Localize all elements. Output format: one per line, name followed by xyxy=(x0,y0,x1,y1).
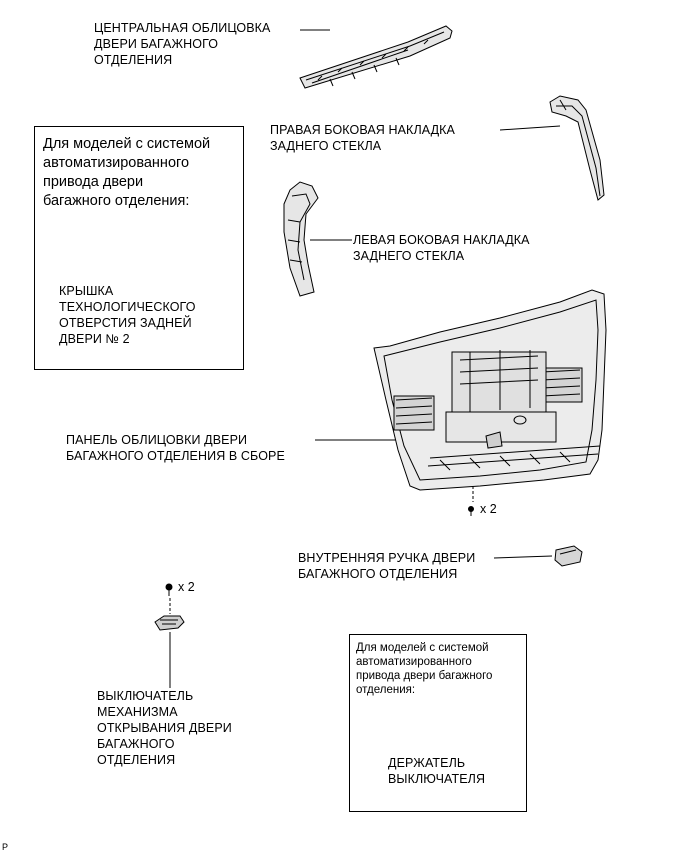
center-trim-part xyxy=(299,25,453,89)
left-garnish-label: ЛЕВАЯ БОКОВАЯ НАКЛАДКА ЗАДНЕГО СТЕКЛА xyxy=(353,233,530,263)
auto-door-models-box-1: Для моделей с системой автоматизированно… xyxy=(34,126,244,370)
panel-screw xyxy=(468,506,474,516)
inner-handle-label: ВНУТРЕННЯЯ РУЧКА ДВЕРИ БАГАЖНОГО ОТДЕЛЕН… xyxy=(298,551,476,581)
left-garnish-part xyxy=(283,181,319,297)
right-garnish-part xyxy=(549,95,605,201)
box-1-condition-text: Для моделей с системой автоматизированно… xyxy=(43,136,211,209)
panel-screw-quantity: x 2 xyxy=(480,502,497,516)
auto-door-models-box-2: Для моделей с системой автоматизированно… xyxy=(349,634,527,812)
hole-cover-label: КРЫШКА ТЕХНОЛОГИЧЕСКОГО ОТВЕРСТИЯ ЗАДНЕЙ… xyxy=(59,284,196,346)
switch-screw xyxy=(165,583,173,596)
center-trim-label: ЦЕНТРАЛЬНАЯ ОБЛИЦОВКА ДВЕРИ БАГАЖНОГО ОТ… xyxy=(94,21,271,67)
corner-mark: P xyxy=(2,842,9,852)
opener-switch-part xyxy=(154,615,185,631)
trim-panel-part xyxy=(373,289,607,491)
switch-screw-quantity: x 2 xyxy=(178,580,195,594)
opener-switch-label: ВЫКЛЮЧАТЕЛЬ МЕХАНИЗМА ОТКРЫВАНИЯ ДВЕРИ Б… xyxy=(97,689,232,767)
trim-panel-label: ПАНЕЛЬ ОБЛИЦОВКИ ДВЕРИ БАГАЖНОГО ОТДЕЛЕН… xyxy=(66,433,285,463)
right-garnish-label: ПРАВАЯ БОКОВАЯ НАКЛАДКА ЗАДНЕГО СТЕКЛА xyxy=(270,123,455,153)
box-2-condition-text: Для моделей с системой автоматизированно… xyxy=(356,642,493,696)
inner-handle-part xyxy=(554,545,583,567)
switch-holder-label: ДЕРЖАТЕЛЬ ВЫКЛЮЧАТЕЛЯ xyxy=(388,756,486,786)
